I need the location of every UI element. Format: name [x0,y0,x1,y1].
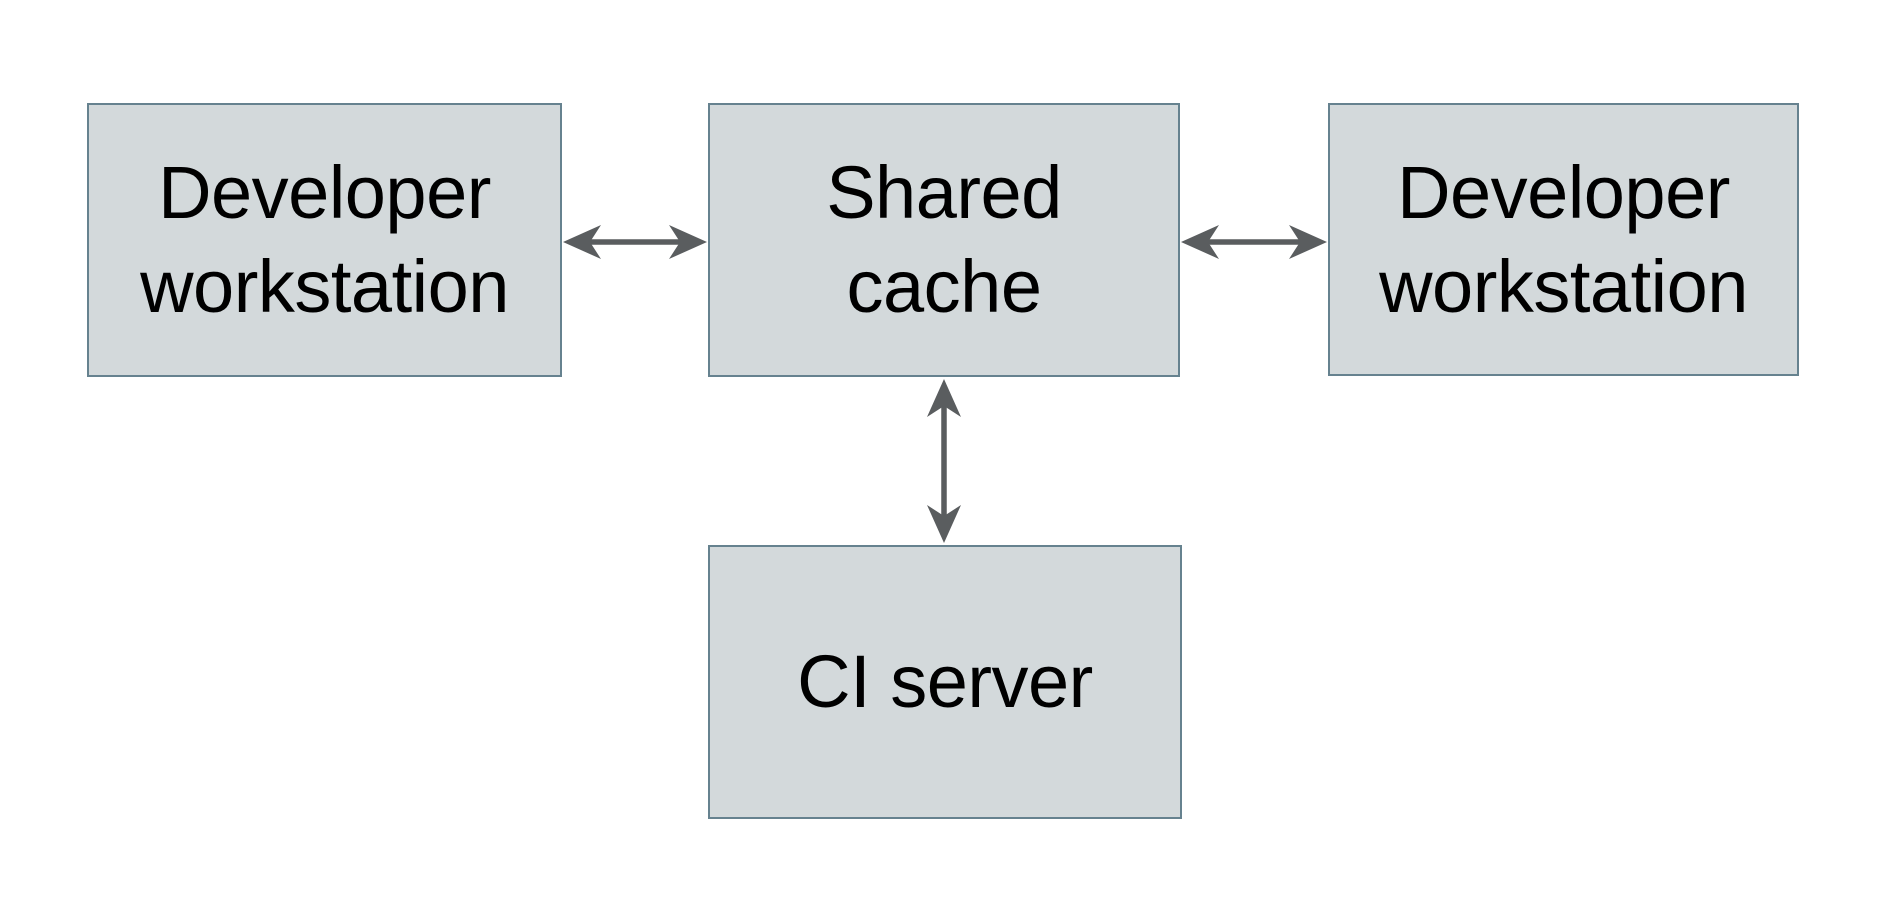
node-label: Developer workstation [140,146,509,334]
node-label: CI server [797,635,1093,729]
label-line: Developer [158,151,491,235]
bidirectional-arrow-right-icon [1181,225,1327,259]
node-shared-cache: Shared cache [708,103,1180,377]
node-developer-workstation-right: Developer workstation [1328,103,1799,376]
bidirectional-arrow-down-icon [927,379,961,543]
node-developer-workstation-left: Developer workstation [87,103,562,377]
label-line: Developer [1397,150,1730,234]
label-line: CI server [797,640,1093,724]
label-line: cache [846,245,1042,328]
label-line: workstation [1379,244,1748,328]
bidirectional-arrow-left-icon [563,225,707,259]
label-line: Shared [826,151,1062,235]
node-label: Shared cache [826,146,1062,334]
node-ci-server: CI server [708,545,1182,819]
node-label: Developer workstation [1379,146,1748,334]
label-line: workstation [140,245,509,328]
